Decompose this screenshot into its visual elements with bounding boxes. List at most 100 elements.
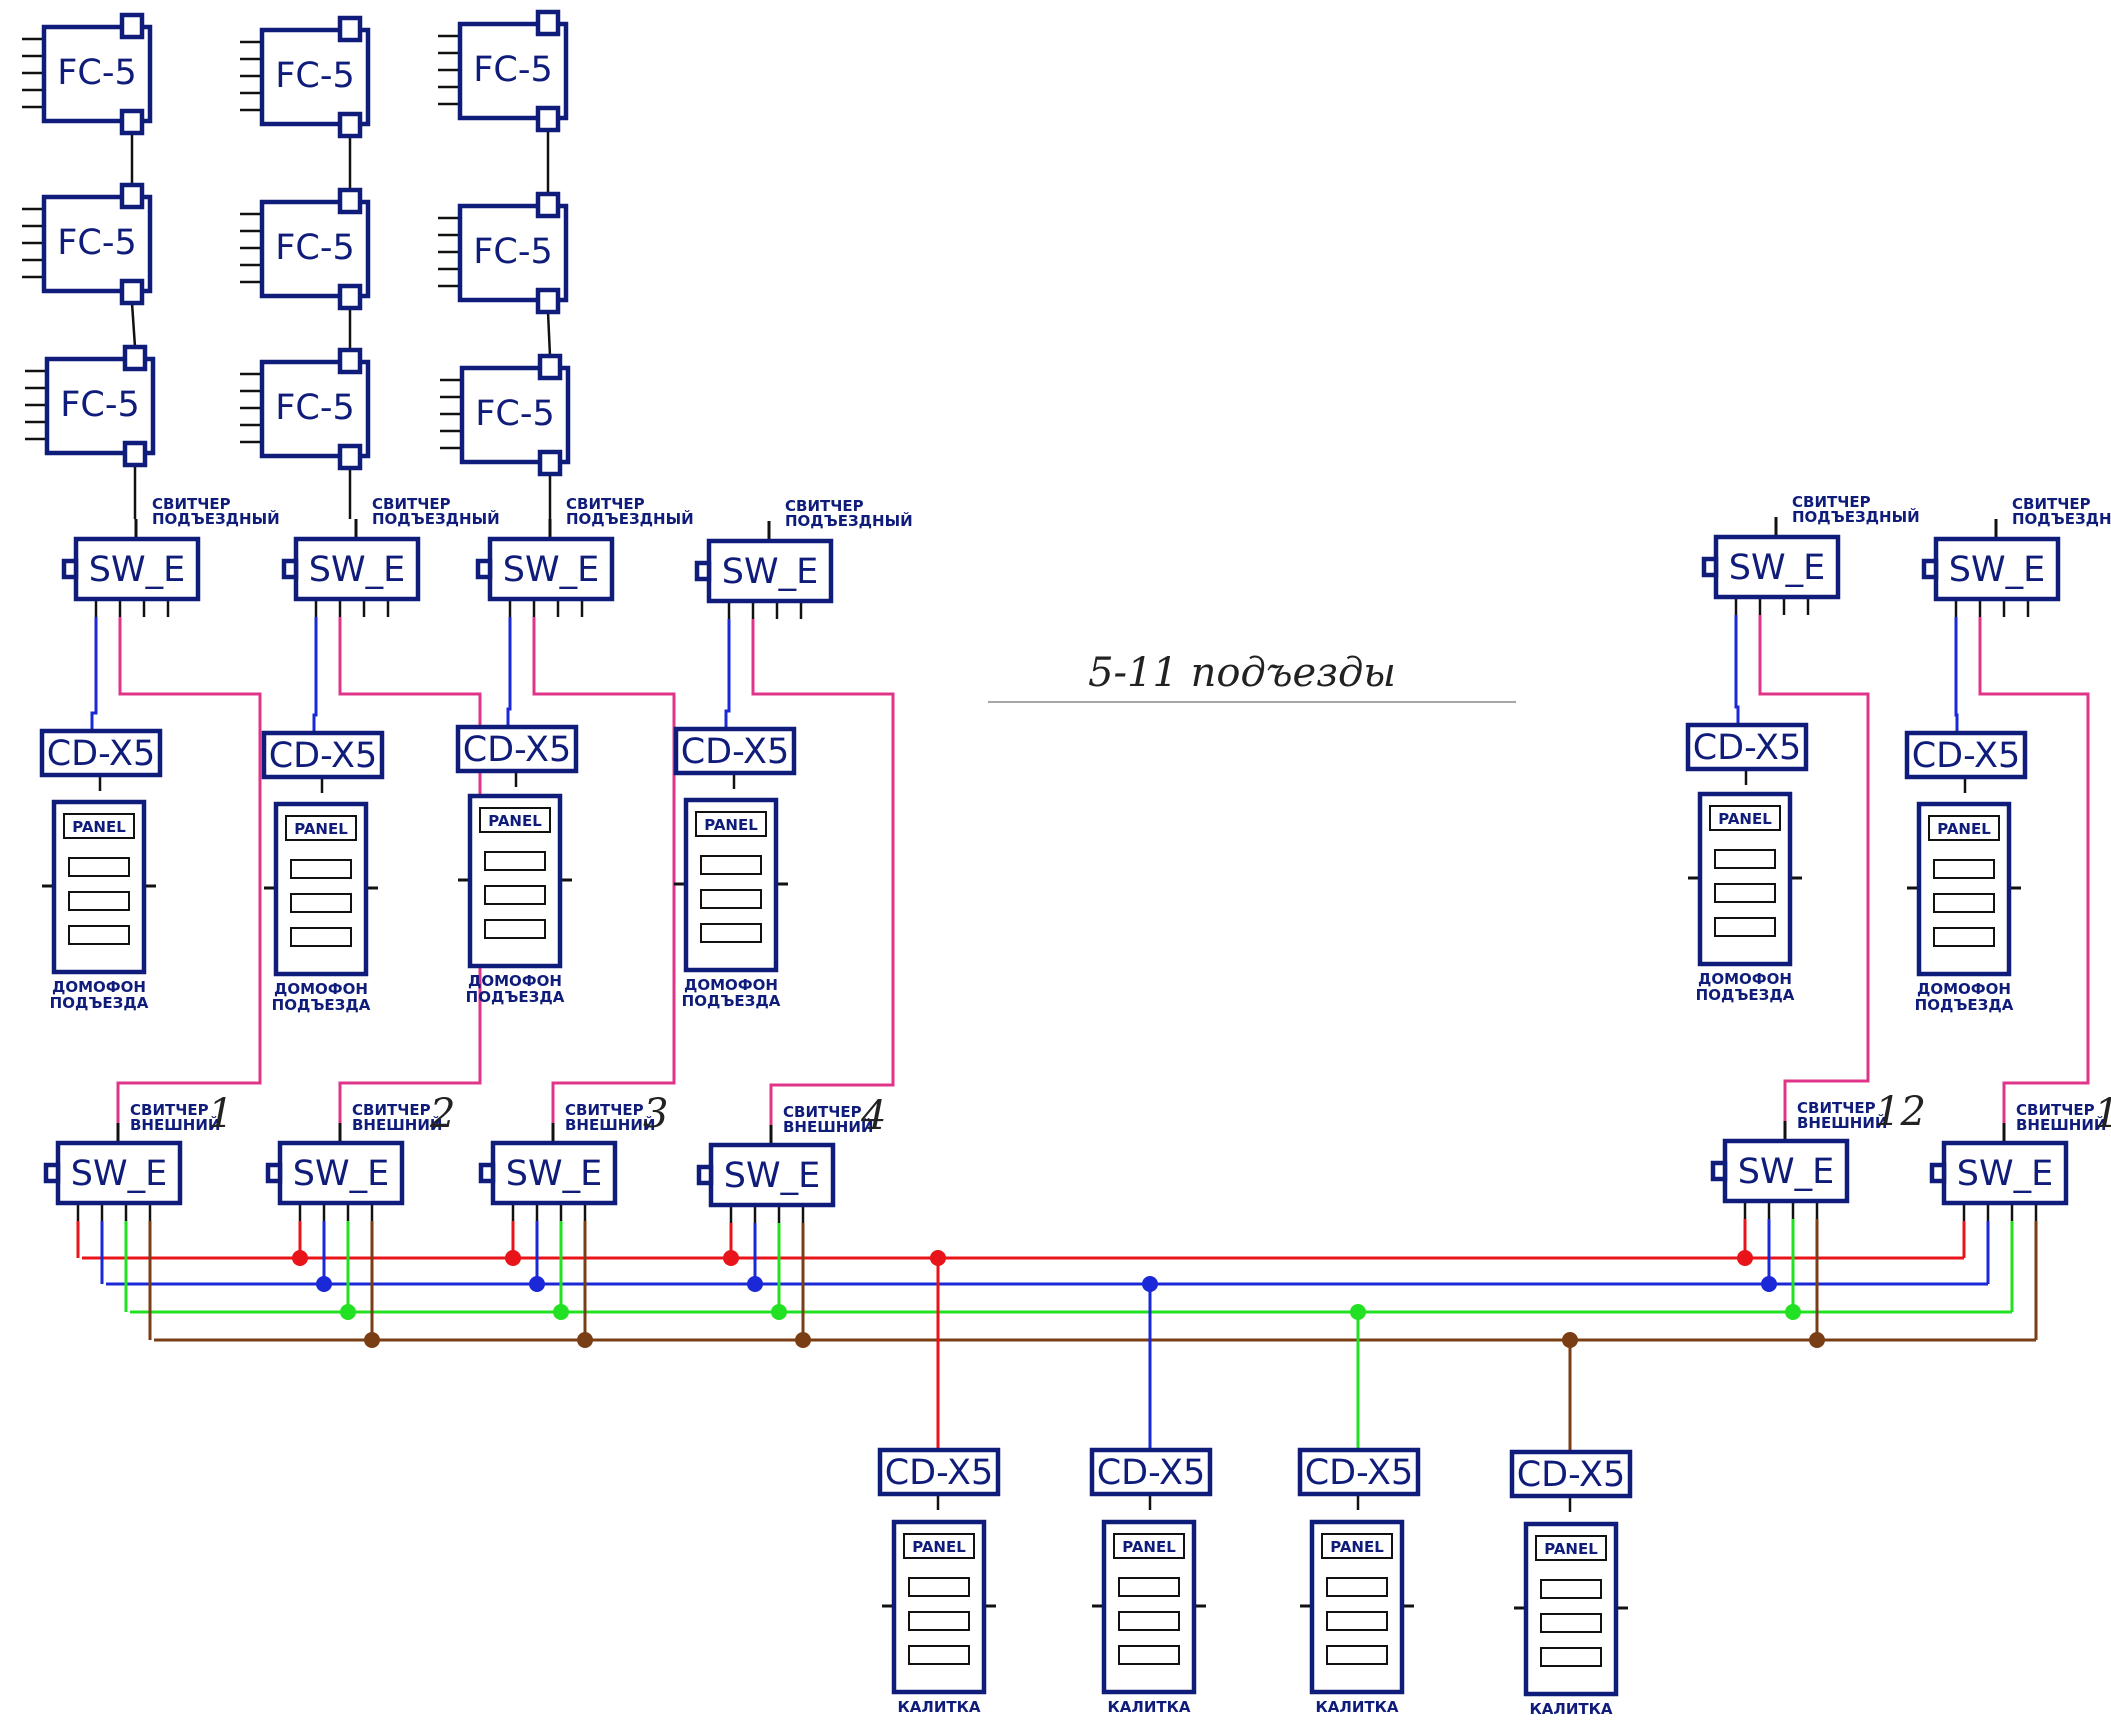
panel-label: PANEL [1718, 810, 1772, 828]
external-switch-caption-line2: ВНЕШНИЙ [130, 1115, 220, 1134]
link-blue [1954, 617, 1959, 733]
switch-port-left [281, 558, 299, 580]
panel-label: PANEL [72, 818, 126, 836]
fc5-module [457, 203, 569, 303]
external-switch-caption-line1: СВИТЧЕР [352, 1101, 431, 1119]
junction-dot [340, 1304, 356, 1320]
link-magenta [532, 617, 676, 1123]
fc5-connector-bottom [537, 449, 563, 477]
label-layer: FC-5FC-5FC-5FC-5FC-5FC-5FC-5FC-5FC-5SW_E… [47, 50, 2111, 1718]
intercom-caption-line2: ПОДЪЕЗДА [1915, 996, 2014, 1014]
panel-label: PANEL [1122, 1538, 1176, 1556]
entrance-switch-caption-line2: ПОДЪЕЗДНЫЙ [2012, 509, 2111, 528]
switch-port-left [478, 1162, 496, 1184]
junction-dot [553, 1304, 569, 1320]
panel-button [1118, 1645, 1180, 1665]
entrance-switch-label: SW_E [722, 552, 818, 592]
fc5-chain-wire [130, 302, 137, 348]
external-switch-label: SW_E [1738, 1152, 1834, 1192]
panel-header [285, 815, 357, 841]
intercom-caption-line2: ПОДЪЕЗДА [272, 996, 371, 1014]
external-switch-caption-line2: ВНЕШНИЙ [1797, 1113, 1887, 1132]
junction-dot [1142, 1276, 1158, 1292]
panel-button [1326, 1577, 1388, 1597]
intercom-caption-line1: ДОМОФОН [274, 980, 368, 998]
switch-port-left [43, 1162, 61, 1184]
panel-button [68, 925, 130, 945]
external-switch-caption-line2: ВНЕШНИЙ [565, 1115, 655, 1134]
panel-button [908, 1577, 970, 1597]
switch-port-left [696, 1164, 714, 1186]
junction-dot [1350, 1304, 1366, 1320]
intercom-caption-line1: ДОМОФОН [684, 976, 778, 994]
panel-button [484, 851, 546, 871]
entrance-switch [1933, 536, 2061, 602]
external-switch-caption-line1: СВИТЧЕР [130, 1101, 209, 1119]
fc5-connector-top [535, 191, 561, 219]
panel-label: PANEL [704, 816, 758, 834]
fc5-label: FC-5 [475, 394, 554, 434]
switch-port-left [1710, 1160, 1728, 1182]
cdx5-entrance-label: CD-X5 [1912, 736, 2021, 776]
junction-dot [529, 1276, 545, 1292]
cdx5-gate [1297, 1447, 1421, 1497]
panel-button [908, 1645, 970, 1665]
switch-port-left [1701, 556, 1719, 578]
link-magenta [1978, 617, 2090, 1123]
intercom-caption-line1: ДОМОФОН [52, 978, 146, 996]
external-switch-caption-line2: ВНЕШНИЙ [352, 1115, 442, 1134]
fc5-label: FC-5 [275, 388, 354, 428]
cdx5-entrance-label: CD-X5 [1693, 728, 1802, 768]
panel-button [1118, 1577, 1180, 1597]
fc5-module [259, 199, 371, 299]
fc5-module [259, 359, 371, 459]
fc5-label: FC-5 [275, 56, 354, 96]
fc5-connector-bottom [535, 287, 561, 315]
fc5-label: FC-5 [57, 223, 136, 263]
fc5-module [457, 21, 569, 121]
fc5-connector-top [337, 347, 363, 375]
panel-button [68, 891, 130, 911]
fc5-connector-top [119, 12, 145, 40]
panel-header [63, 813, 135, 839]
entrance-switch-caption-line1: СВИТЧЕР [152, 495, 231, 513]
cdx5-entrance [39, 728, 163, 778]
junction-dot [364, 1332, 380, 1348]
gate-caption: КАЛИТКА [1108, 1698, 1191, 1716]
junction-dot [1809, 1332, 1825, 1348]
intercom-caption-line1: ДОМОФОН [1698, 970, 1792, 988]
link-magenta [751, 619, 895, 1125]
fc5-connector-bottom [119, 108, 145, 136]
cdx5-gate [1089, 1447, 1213, 1497]
fc5-label: FC-5 [60, 385, 139, 425]
external-switch [708, 1142, 836, 1208]
entrance-switch-label: SW_E [503, 550, 599, 590]
external-switch-caption-line1: СВИТЧЕР [2016, 1101, 2095, 1119]
cdx5-entrance-label: CD-X5 [269, 736, 378, 776]
panel-header [479, 807, 551, 833]
panel-button [1714, 917, 1776, 937]
diagram-title: 5-11 подъезды [1088, 650, 1396, 696]
entrance-switch-caption-line2: ПОДЪЕЗДНЫЙ [1792, 507, 1920, 526]
switch-port-left [1921, 558, 1939, 580]
panel-label: PANEL [912, 1538, 966, 1556]
entrance-switch-caption-line2: ПОДЪЕЗДНЫЙ [152, 509, 280, 528]
fc5-label: FC-5 [473, 232, 552, 272]
cdx5-gate [877, 1447, 1001, 1497]
junction-dot [723, 1250, 739, 1266]
junction-dot [577, 1332, 593, 1348]
fc5-module [41, 24, 153, 124]
panel-label: PANEL [488, 812, 542, 830]
switch-port-left [475, 558, 493, 580]
cdx5-entrance-label: CD-X5 [463, 730, 572, 770]
cdx5-entrance-label: CD-X5 [47, 734, 156, 774]
external-switch-caption-line1: СВИТЧЕР [565, 1101, 644, 1119]
switch-port-left [265, 1162, 283, 1184]
fc5-module [459, 365, 571, 465]
entrance-switch-caption-line2: ПОДЪЕЗДНЫЙ [566, 509, 694, 528]
panel-button [1933, 927, 1995, 947]
junction-dot [930, 1250, 946, 1266]
switch-port-left [1929, 1162, 1947, 1184]
panel-button [1714, 849, 1776, 869]
